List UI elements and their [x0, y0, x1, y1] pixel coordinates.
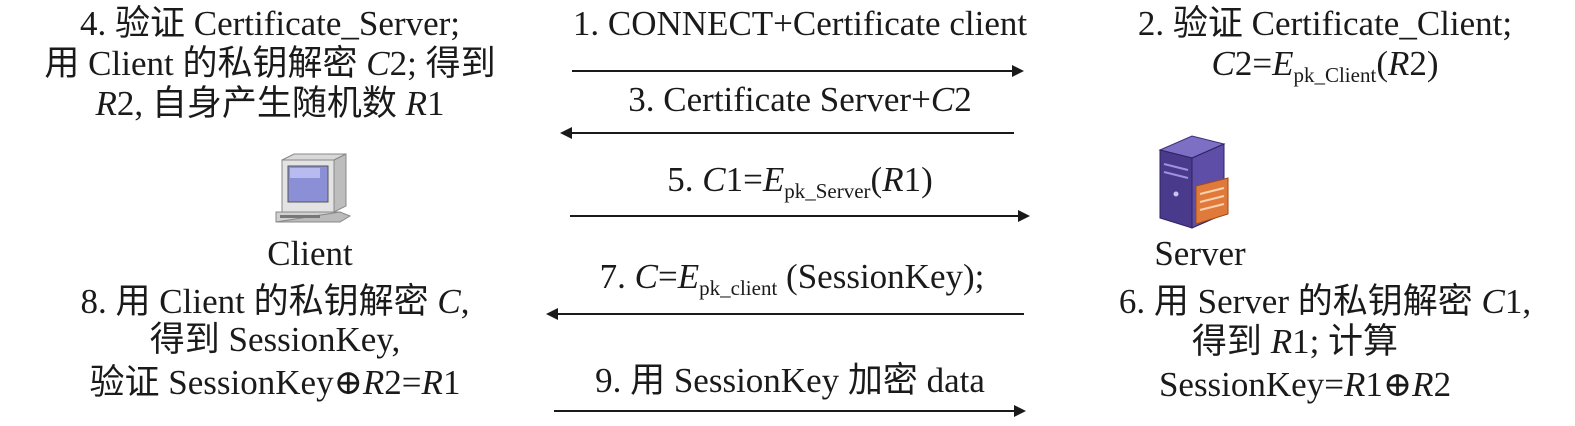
- server-step2-line1: 2. 验证 Certificate_Client;: [1137, 4, 1513, 43]
- message-9-arrow: [554, 405, 1026, 417]
- server-label: Server: [1154, 234, 1246, 273]
- server-step6-line2: 得到 R1; 计算: [1191, 322, 1399, 361]
- desktop-computer-icon: [275, 153, 352, 223]
- message-7-label: 7. C=Epk_client (SessionKey);: [599, 257, 985, 300]
- client-step8-line2: 得到 SessionKey,: [149, 320, 401, 359]
- message-5-arrow: [570, 210, 1030, 222]
- message-5-label: 5. C1=Epk_Server(R1): [667, 160, 933, 203]
- client-label: Client: [267, 234, 353, 273]
- message-1-label: 1. CONNECT+Certificate client: [572, 4, 1028, 43]
- client-step4-text: 4. 验证 Certificate_Server; 用 Client 的私钥解密…: [0, 4, 540, 124]
- server-step2-line2: C2=Epk_Client(R2): [1211, 44, 1439, 87]
- client-step8-line3: 验证 SessionKey⊕R2=R1: [89, 363, 461, 402]
- message-9-label: 9. 用 SessionKey 加密 data: [595, 361, 985, 400]
- server-step6-line3: SessionKey=R1⊕R2: [1158, 365, 1452, 404]
- server-step6-text: 6. 用 Server 的私钥解密 C1, 得到 R1; 计算 SessionK…: [1075, 282, 1575, 405]
- message-3-arrow: [560, 127, 1014, 139]
- client-step4-line2: 用 Client 的私钥解密 C2; 得到: [44, 44, 496, 83]
- client-step4-line1: 4. 验证 Certificate_Server;: [79, 4, 460, 43]
- server-tower-icon: [1158, 135, 1229, 229]
- message-7-arrow: [546, 308, 1024, 320]
- client-step8-text: 8. 用 Client 的私钥解密 C, 得到 SessionKey, 验证 S…: [10, 282, 540, 403]
- message-1-arrow: [572, 65, 1024, 77]
- message-3-label: 3. Certificate Server+C2: [628, 80, 972, 119]
- server-step2-text: 2. 验证 Certificate_Client; C2=Epk_Client(…: [1075, 4, 1575, 87]
- server-step6-line1: 6. 用 Server 的私钥解密 C1,: [1118, 282, 1532, 321]
- client-step4-line3: R2, 自身产生随机数 R1: [95, 84, 445, 123]
- client-step8-line1: 8. 用 Client 的私钥解密 C,: [80, 282, 470, 321]
